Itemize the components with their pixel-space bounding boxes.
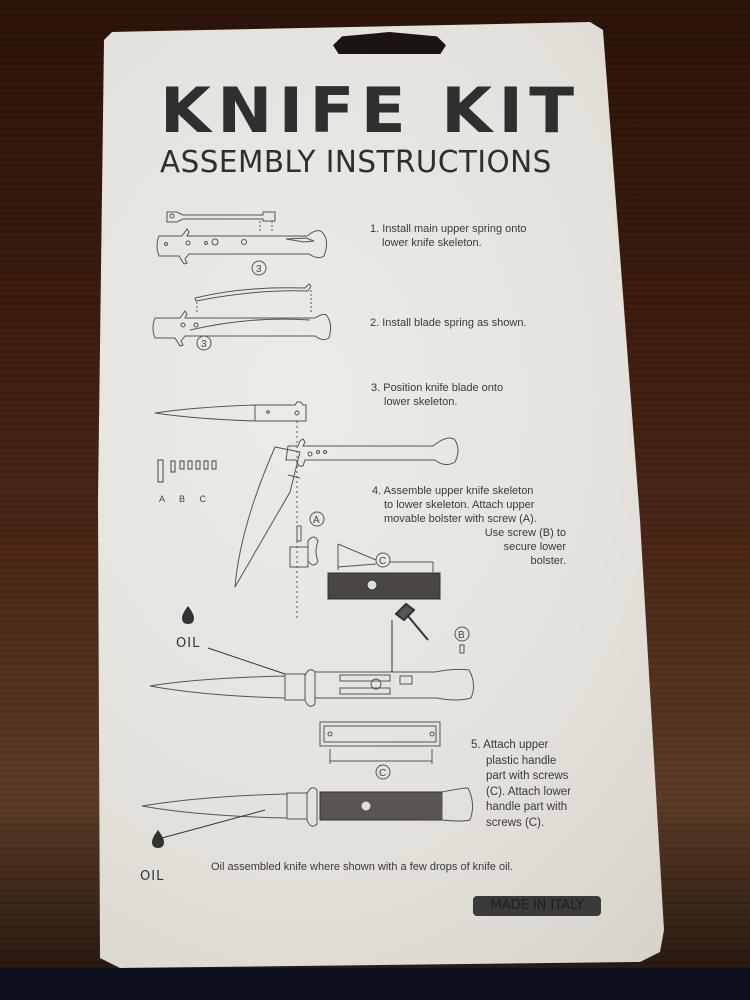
- step-5-line-2: plastic handle: [486, 754, 557, 767]
- svg-text:C: C: [379, 556, 386, 567]
- floor-shadow: [0, 968, 750, 1000]
- step-4-line-1: 4. Assemble upper knife skeleton: [372, 485, 534, 497]
- screws-diagram: [157, 459, 217, 483]
- step-2: 2. Install blade spring as shown.: [370, 316, 527, 330]
- hammer-icon: [394, 602, 429, 641]
- step-1-line-1: 1. Install main upper spring onto: [370, 223, 527, 235]
- step-5-line-5: handle part with: [486, 801, 568, 813]
- screw-labels: A B C: [159, 494, 213, 504]
- svg-text:3: 3: [201, 339, 207, 350]
- step-4-line-2: to lower skeleton. Attach upper: [384, 499, 535, 511]
- blade-spring-diagram: [152, 283, 332, 351]
- card-title: KNIFE KIT: [160, 74, 581, 147]
- step-5-line-3: part with screws: [486, 770, 569, 782]
- oil-drop-icon: [152, 830, 164, 848]
- step-5-line-6: screws (C).: [486, 816, 545, 829]
- handle-plate-c: [327, 543, 441, 600]
- hang-slot-icon: [333, 32, 446, 54]
- svg-text:3: 3: [256, 264, 262, 275]
- svg-text:A: A: [313, 515, 320, 526]
- step-4-line-6: bolster.: [530, 555, 566, 567]
- step-4-line-5: secure lower: [503, 541, 566, 553]
- step-4-line-3: movable bolster with screw (A).: [384, 513, 537, 525]
- step-4: 4. Assemble upper knife skeleton to lowe…: [372, 484, 568, 568]
- oil-label-top: OIL: [176, 636, 201, 651]
- svg-text:B: B: [458, 630, 465, 641]
- card-subtitle: ASSEMBLY INSTRUCTIONS: [160, 145, 552, 180]
- knife-blade-diagram: [154, 401, 307, 620]
- step-3: 3. Position knife blade onto lower skele…: [371, 381, 503, 409]
- upper-handle-plate: [319, 721, 441, 780]
- lower-skeleton-1: [156, 228, 328, 276]
- step-3-line-1: 3. Position knife blade onto: [371, 382, 504, 394]
- step-5-line-1: 5. Attach upper: [471, 739, 549, 751]
- step-2-line-1: 2. Install blade spring as shown.: [370, 317, 527, 329]
- oil-label-bottom: OIL: [140, 869, 165, 884]
- step-5: 5. Attach upper plastic handle part with…: [471, 738, 571, 831]
- step-5-line-4: (C). Attach lower: [486, 785, 571, 798]
- upper-spring-diagram: [166, 211, 276, 232]
- oil-drop-icon: [182, 606, 194, 624]
- step-1-line-2: lower knife skeleton.: [382, 237, 482, 249]
- step-4-line-4: Use screw (B) to: [484, 527, 566, 539]
- step-3-line-2: lower skeleton.: [384, 396, 458, 408]
- made-in-italy-sticker: MADE IN ITALY: [473, 896, 601, 916]
- closed-knife-assembly: [149, 620, 475, 707]
- bolster-a-diagram: [289, 511, 325, 568]
- step-1: 1. Install main upper spring onto lower …: [370, 222, 527, 250]
- svg-text:C: C: [379, 768, 386, 779]
- final-knife-assembly: [141, 787, 474, 839]
- open-knife-assembly: [234, 437, 459, 588]
- oil-note: Oil assembled knife where shown with a f…: [211, 861, 514, 873]
